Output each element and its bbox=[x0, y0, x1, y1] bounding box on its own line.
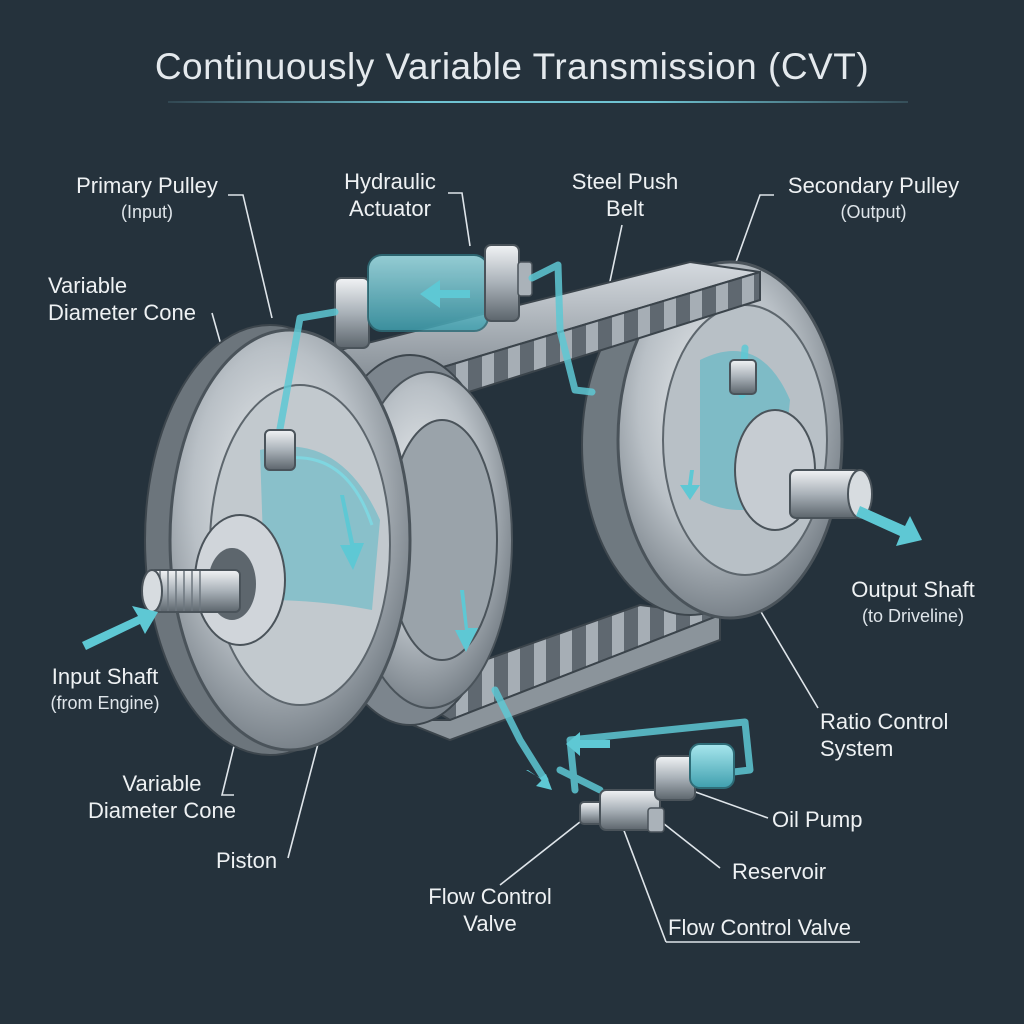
label-secondary-pulley: Secondary Pulley (Output) bbox=[776, 172, 971, 225]
label-output-shaft-title: Output Shaft bbox=[851, 577, 975, 602]
label-variable-cone-bottom-line2: Diameter Cone bbox=[88, 798, 236, 823]
label-variable-cone-top-line1: Variable bbox=[48, 273, 128, 298]
flow-arrows bbox=[82, 280, 922, 790]
label-variable-cone-top: Variable Diameter Cone bbox=[48, 272, 196, 326]
label-piston: Piston bbox=[216, 848, 278, 873]
label-hydraulic-actuator: Hydraulic Actuator bbox=[330, 168, 450, 222]
label-oil-pump: Oil Pump bbox=[772, 807, 863, 832]
label-ratio-control-line2: System bbox=[820, 736, 894, 761]
label-input-shaft-sub: (from Engine) bbox=[50, 693, 160, 713]
label-flow-valve-left: Flow Control Valve bbox=[420, 883, 560, 937]
label-variable-cone-bottom: Variable Diameter Cone bbox=[82, 770, 242, 824]
label-ratio-control-line1: Ratio Control bbox=[820, 709, 949, 734]
label-secondary-pulley-title: Secondary Pulley bbox=[787, 173, 960, 198]
label-variable-cone-top-line2: Diameter Cone bbox=[48, 300, 196, 325]
label-primary-pulley-title: Primary Pulley bbox=[76, 173, 218, 198]
input-shaft bbox=[141, 569, 241, 613]
label-steel-push-belt: Steel Push Belt bbox=[560, 168, 690, 222]
label-variable-cone-bottom-line1: Variable bbox=[122, 771, 202, 796]
label-hydraulic-actuator-line1: Hydraulic bbox=[344, 169, 436, 194]
label-primary-pulley: Primary Pulley (Input) bbox=[62, 172, 232, 225]
fittings bbox=[264, 359, 757, 471]
label-primary-pulley-sub: (Input) bbox=[120, 202, 174, 222]
label-hydraulic-actuator-line2: Actuator bbox=[349, 196, 431, 221]
label-input-shaft-title: Input Shaft bbox=[51, 664, 159, 689]
output-shaft bbox=[789, 469, 873, 519]
page-title: Continuously Variable Transmission (CVT) bbox=[154, 46, 870, 87]
label-steel-push-belt-line1: Steel Push bbox=[571, 169, 679, 194]
label-flow-valve-left-line1: Flow Control bbox=[428, 884, 552, 909]
label-output-shaft: Output Shaft (to Driveline) bbox=[838, 576, 988, 629]
label-flow-valve-right: Flow Control Valve bbox=[668, 915, 851, 940]
label-ratio-control: Ratio Control System bbox=[820, 708, 948, 762]
label-secondary-pulley-sub: (Output) bbox=[840, 202, 907, 222]
primary-pulley bbox=[144, 324, 412, 756]
label-output-shaft-sub: (to Driveline) bbox=[861, 606, 965, 626]
oil-pump-assembly bbox=[579, 743, 735, 833]
label-reservoir: Reservoir bbox=[732, 859, 827, 884]
label-flow-valve-left-line2: Valve bbox=[463, 911, 517, 936]
title-underline bbox=[168, 101, 908, 103]
label-input-shaft: Input Shaft (from Engine) bbox=[40, 663, 170, 716]
label-steel-push-belt-line2: Belt bbox=[606, 196, 644, 221]
